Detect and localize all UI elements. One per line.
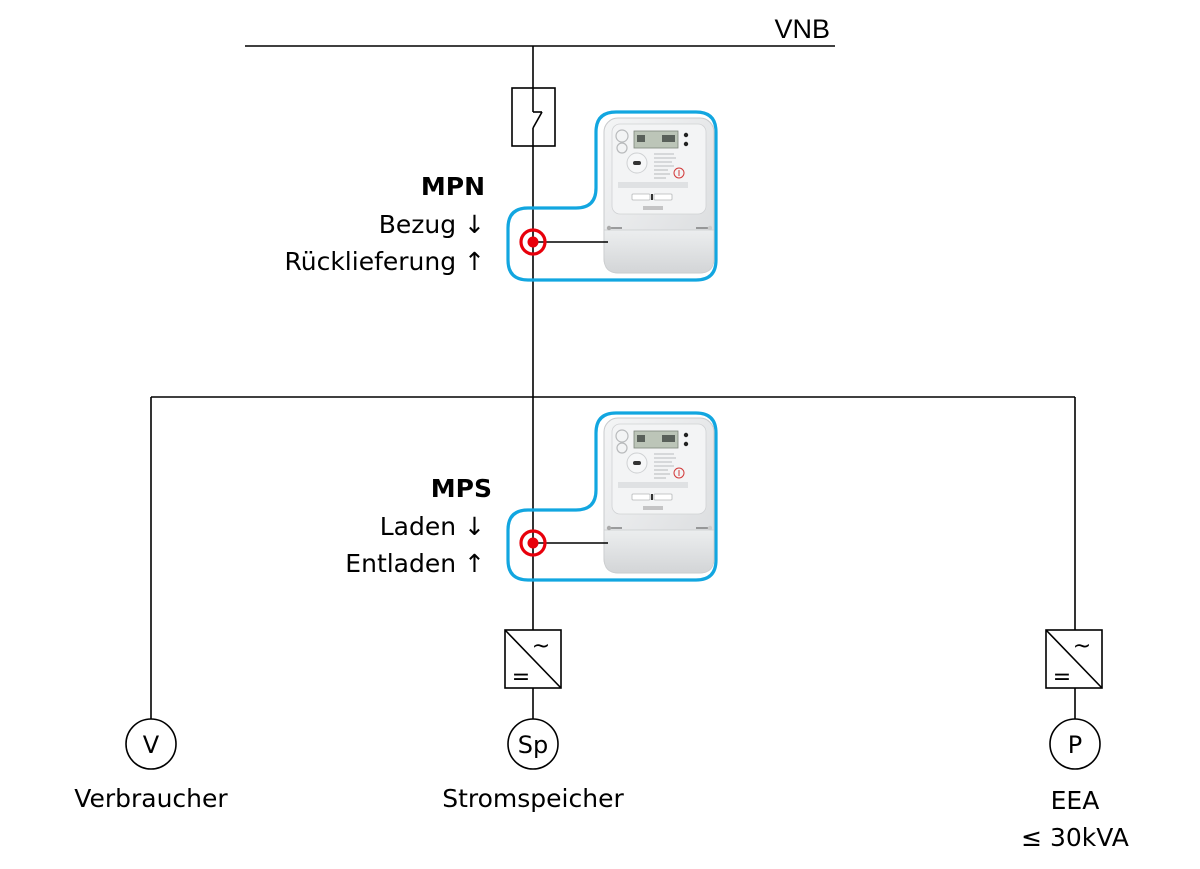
dc-symbol: = [512, 665, 530, 690]
meter-boundary-mps [506, 411, 718, 582]
load-stromspeicher[interactable]: Sp [507, 718, 559, 770]
grid-label: VNB [774, 14, 830, 44]
meter-mpn[interactable] [506, 110, 718, 282]
load-sublabel-eea: ≤ 30kVA [1021, 823, 1129, 852]
measurement-point-mpn-dot [527, 236, 539, 248]
measurement-point-mpn-icon [519, 228, 547, 256]
inverter-pv-icon: ~ = [1045, 629, 1103, 690]
meter-line2-mps: Entladen ↑ [345, 549, 485, 578]
load-verbraucher[interactable]: V [125, 718, 177, 770]
load-symbol-verbraucher: V [143, 731, 160, 759]
ac-symbol: ~ [532, 634, 550, 659]
smart-meter-mpn-icon [603, 117, 715, 274]
load-label-eea: EEA [1051, 786, 1100, 815]
battery-storage-icon [507, 718, 559, 770]
load-eea[interactable]: P [1049, 718, 1101, 770]
consumer-icon [125, 718, 177, 770]
smart-meter-mps-icon [603, 417, 715, 574]
load-label-stromspeicher: Stromspeicher [442, 784, 624, 813]
meter-line1-mpn: Bezug ↓ [379, 210, 485, 239]
meter-line2-mpn: Rücklieferung ↑ [284, 247, 485, 276]
inverter-storage-icon: ~ = [504, 629, 562, 690]
meter-boundary-mpn [506, 110, 718, 282]
pv-generator-icon [1049, 718, 1101, 770]
meter-title-mps: MPS [431, 474, 492, 503]
ac-symbol: ~ [1073, 634, 1091, 659]
meter-title-mpn: MPN [421, 172, 485, 201]
main-switch-icon [511, 87, 556, 147]
load-label-verbraucher: Verbraucher [74, 784, 228, 813]
dc-symbol: = [1053, 665, 1071, 690]
measurement-point-mps-dot [527, 537, 539, 549]
load-symbol-stromspeicher: Sp [518, 731, 548, 759]
meter-line1-mps: Laden ↓ [380, 512, 485, 541]
measurement-point-mps-icon [519, 529, 547, 557]
meter-mps[interactable] [506, 411, 718, 582]
load-symbol-eea: P [1068, 731, 1082, 759]
